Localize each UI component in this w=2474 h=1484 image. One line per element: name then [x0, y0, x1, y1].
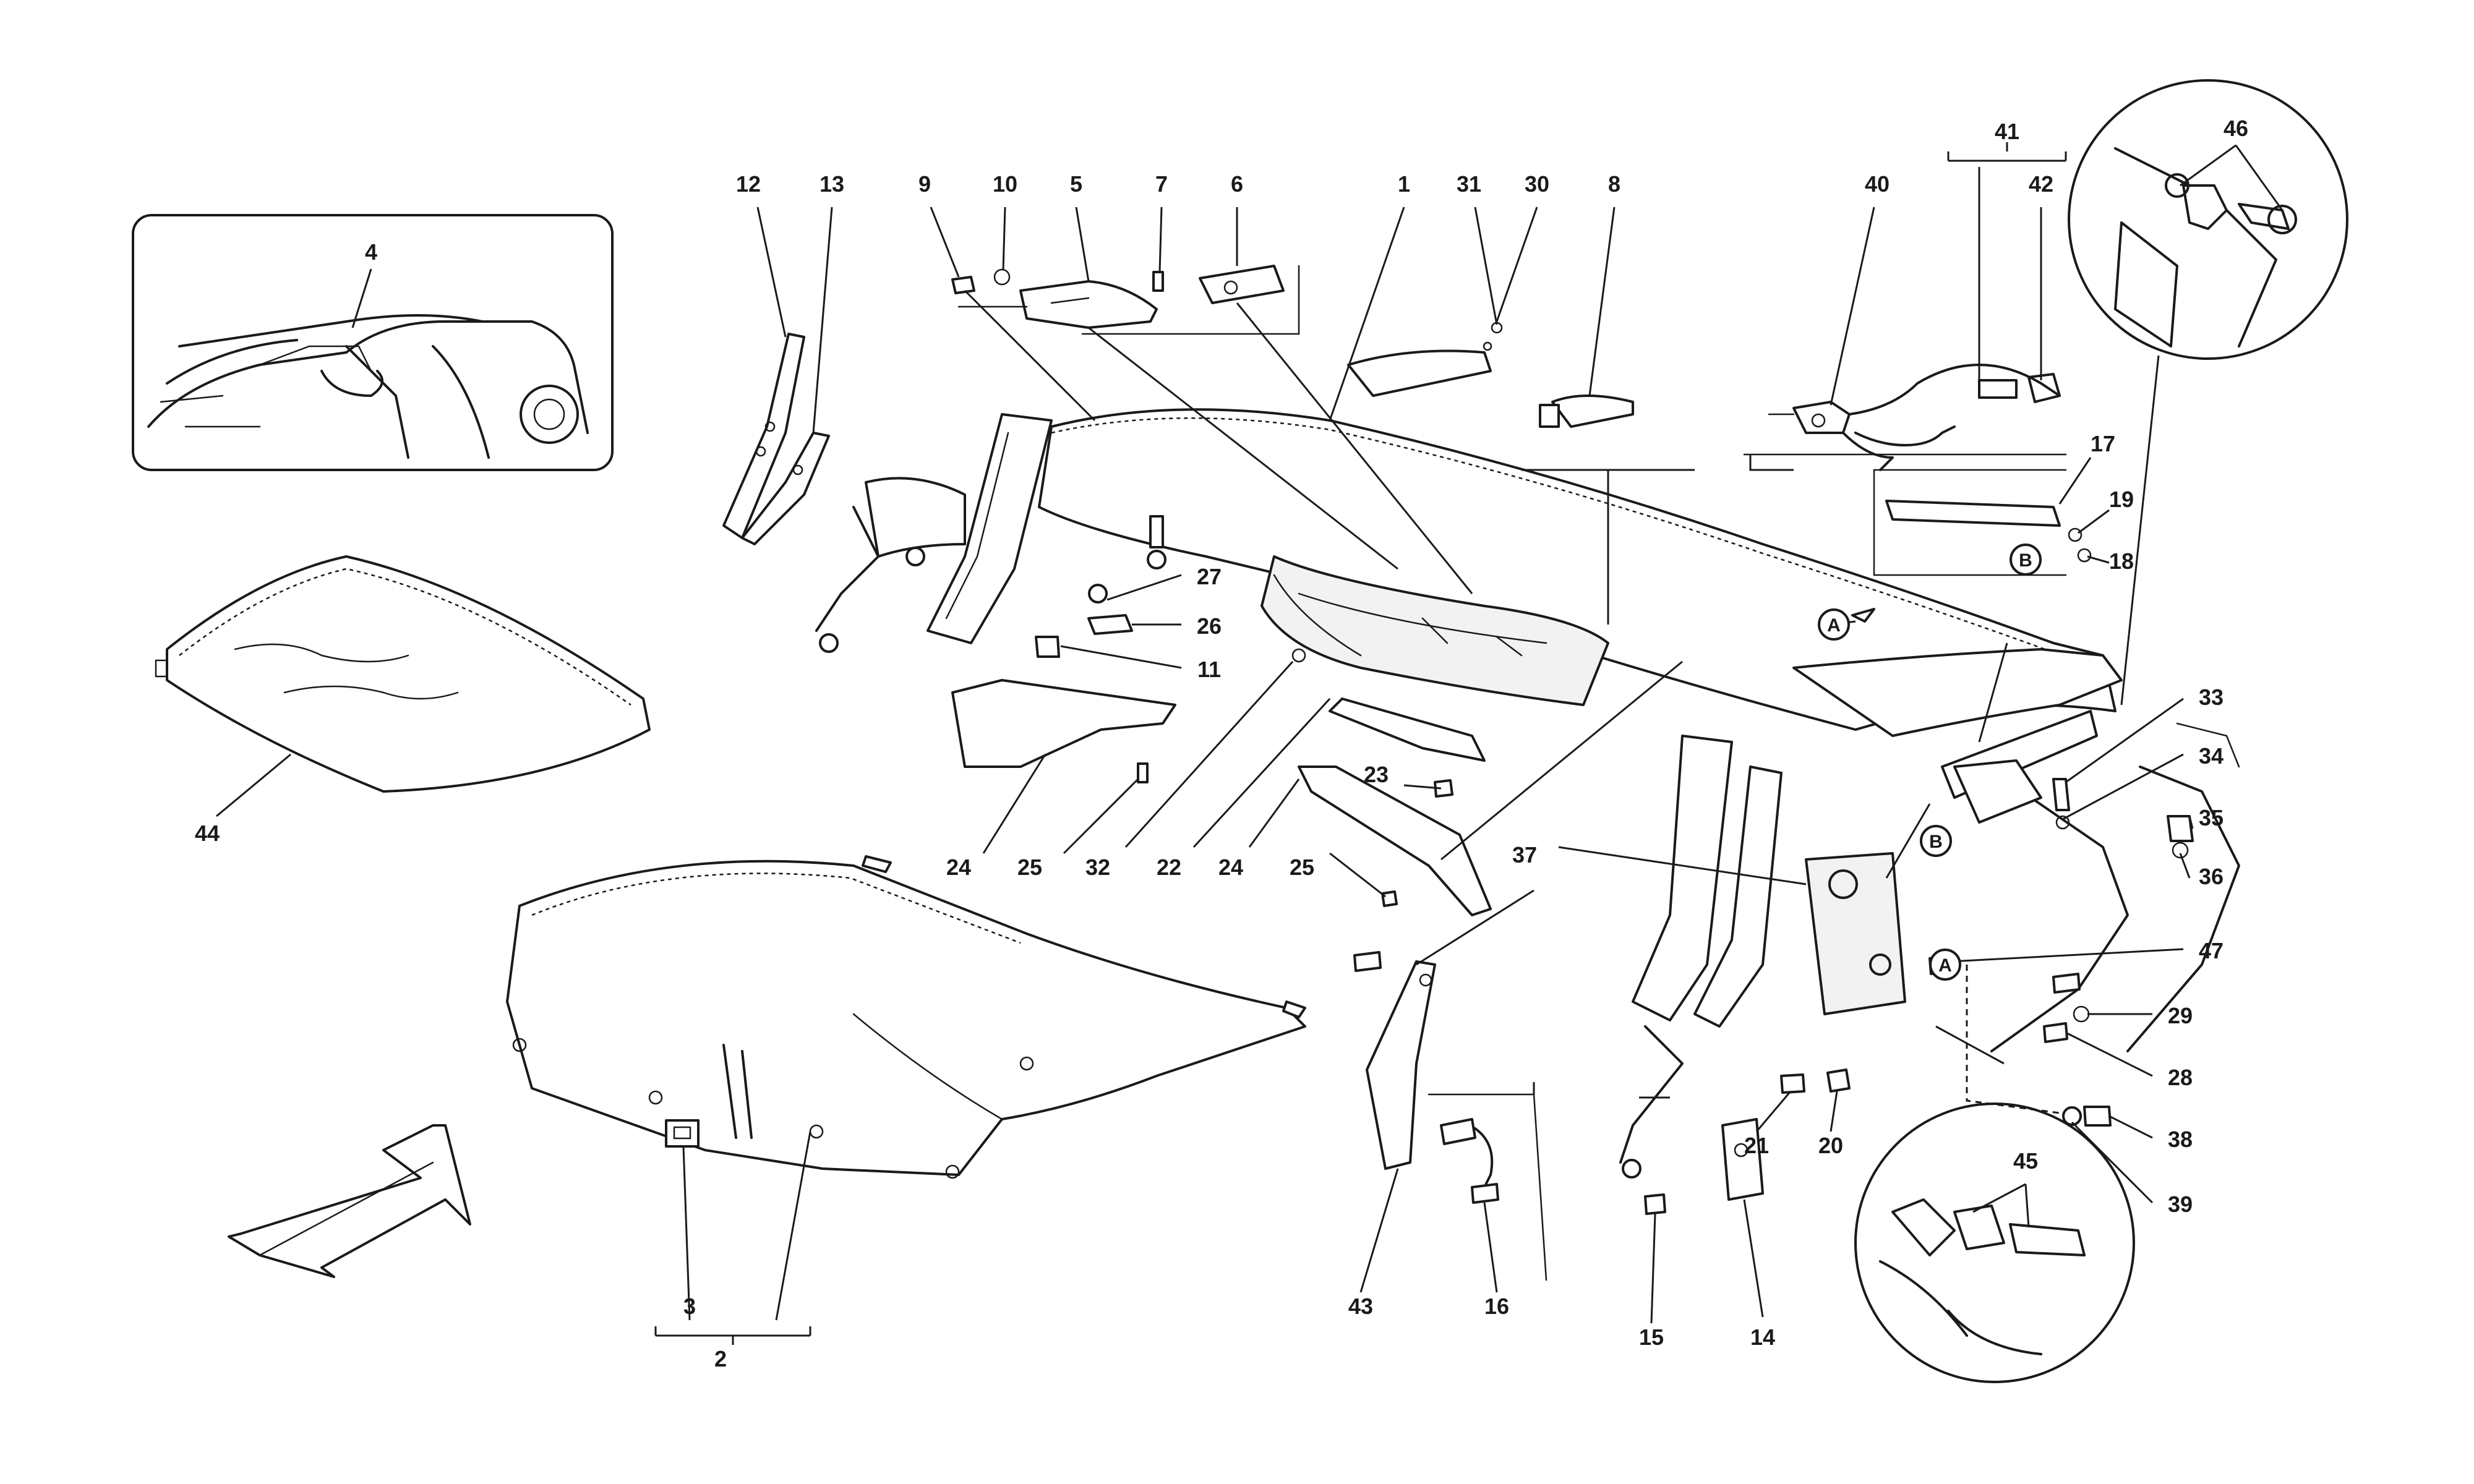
callout-43: 43 — [1348, 1294, 1373, 1319]
leader-lines — [216, 142, 2284, 1345]
wiring-harness-parts-40-41-42 — [1743, 364, 2067, 471]
ref-letter-b-upper: B — [2019, 550, 2032, 571]
arm-and-connector-parts-14-15-16-20-21-43 — [1353, 951, 1851, 1281]
callout-19: 19 — [2109, 487, 2134, 512]
callout-20: 20 — [1818, 1133, 1843, 1158]
fastener-parts-28-29-33-34-35-36-38-39-47 — [1928, 778, 2194, 1127]
callout-44: 44 — [195, 821, 220, 846]
callout-37: 37 — [1512, 842, 1537, 868]
callout-34: 34 — [2199, 743, 2224, 769]
callout-32: 32 — [1085, 855, 1110, 880]
callout-7: 7 — [1155, 171, 1168, 197]
callout-21: 21 — [1744, 1133, 1769, 1158]
callout-5: 5 — [1070, 171, 1082, 197]
callout-24-right: 24 — [1218, 855, 1243, 880]
callout-2: 2 — [714, 1346, 727, 1371]
callout-38: 38 — [2168, 1127, 2193, 1152]
callout-28: 28 — [2168, 1065, 2193, 1090]
roof-frame-part-1 — [815, 408, 2240, 1179]
callout-18: 18 — [2109, 548, 2134, 574]
callout-33: 33 — [2199, 684, 2224, 710]
callout-36: 36 — [2199, 864, 2224, 889]
callout-35: 35 — [2199, 805, 2224, 830]
ref-letter-a-lower: A — [1938, 955, 1952, 976]
latch-cover-parts-5-6-7-9-10 — [951, 265, 1300, 335]
ref-marker-a-lower: A — [1929, 949, 1961, 981]
callout-15: 15 — [1639, 1324, 1664, 1350]
callout-17: 17 — [2091, 431, 2115, 456]
reference-markers: A A B B — [1818, 544, 2042, 981]
callout-6: 6 — [1231, 171, 1243, 197]
front-direction-arrow-icon — [228, 1124, 471, 1278]
callout-31: 31 — [1457, 171, 1481, 197]
callout-labels: 1 2 3 4 5 6 7 8 9 10 11 12 13 14 15 16 1… — [195, 116, 2248, 1371]
detail-circle-45 — [1854, 1102, 2135, 1383]
callout-40: 40 — [1865, 171, 1890, 197]
callout-30: 30 — [1525, 171, 1549, 197]
bracket-parts-11-24-25-26-27 — [951, 515, 1176, 783]
small-top-parts-8-30-31 — [1347, 322, 1634, 428]
callout-46: 46 — [2224, 116, 2248, 141]
callout-23: 23 — [1364, 762, 1389, 787]
callout-9: 9 — [918, 171, 931, 197]
callout-47: 47 — [2199, 938, 2224, 963]
callout-39: 39 — [2168, 1192, 2193, 1217]
storage-bag-part-44 — [155, 555, 651, 793]
callout-3: 3 — [683, 1294, 696, 1319]
cover-clip-part-3 — [665, 1119, 700, 1148]
callout-26: 26 — [1197, 613, 1222, 639]
ref-letter-b-lower: B — [1929, 832, 1943, 852]
callout-14: 14 — [1750, 1324, 1775, 1350]
pillar-trim-parts-12-13 — [722, 333, 830, 545]
callout-12: 12 — [736, 171, 761, 197]
callout-16: 16 — [1484, 1294, 1509, 1319]
callout-1: 1 — [1398, 171, 1410, 197]
callout-10: 10 — [993, 171, 1017, 197]
callout-11: 11 — [1197, 657, 1221, 682]
callout-8: 8 — [1608, 171, 1620, 197]
ref-marker-b-upper: B — [2010, 544, 2042, 576]
ref-marker-a-upper: A — [1818, 608, 1875, 641]
callout-13: 13 — [820, 171, 844, 197]
callout-25-right: 25 — [1290, 855, 1314, 880]
ref-marker-b-lower: B — [1920, 825, 1952, 857]
callout-24-left: 24 — [946, 855, 971, 880]
callout-27: 27 — [1197, 564, 1222, 589]
callout-42: 42 — [2029, 171, 2053, 197]
ref-letter-a-upper: A — [1827, 615, 1841, 636]
callout-45: 45 — [2013, 1148, 2038, 1174]
callout-25-left: 25 — [1017, 855, 1042, 880]
callout-41: 41 — [1995, 119, 2019, 144]
callout-22: 22 — [1157, 855, 1181, 880]
trim-strip-parts-17-18-19 — [1873, 469, 2092, 576]
tonneau-cover-part-2 — [506, 855, 1306, 1179]
callout-4: 4 — [365, 239, 377, 265]
lower-trim-parts-22-23-24-32 — [1291, 648, 1492, 916]
car-overview-inset — [132, 214, 614, 471]
callout-29: 29 — [2168, 1003, 2193, 1028]
detail-circle-46 — [2068, 79, 2348, 360]
